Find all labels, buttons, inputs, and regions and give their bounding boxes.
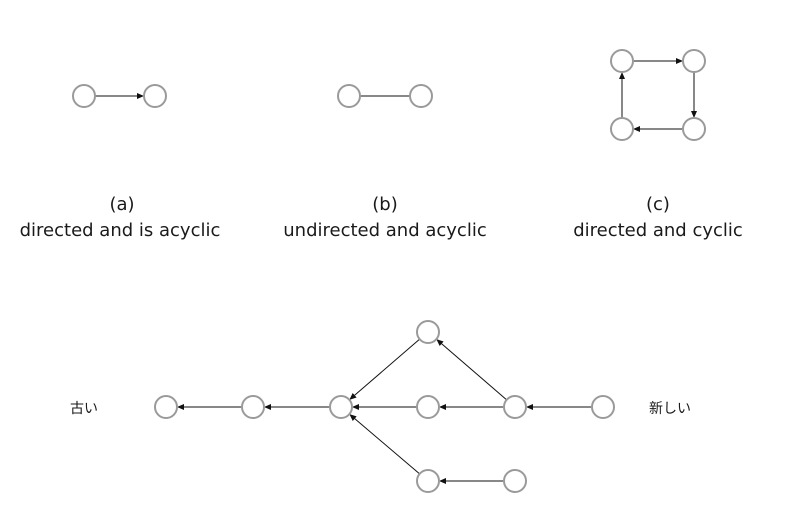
panel-c-edge-c4-c1 — [619, 72, 625, 118]
node-b1 — [337, 84, 361, 108]
node-a2 — [143, 84, 167, 108]
panel-b-description: undirected and acyclic — [283, 220, 486, 241]
history-edge-h7-h3-arrowhead — [349, 392, 357, 400]
panel-c-edge-c2-c3-arrowhead — [691, 111, 697, 118]
panel-c-edge-c4-c1-arrowhead — [619, 72, 625, 79]
panel-c-description: directed and cyclic — [573, 220, 743, 241]
history-edge-h9-h8 — [439, 478, 504, 484]
history-edge-h9-h8-arrowhead — [439, 478, 446, 484]
old-label: 古い — [70, 401, 98, 417]
history-edge-h4-h3 — [352, 404, 417, 410]
node-c2 — [682, 49, 706, 73]
node-c4 — [610, 117, 634, 141]
node-h1 — [154, 395, 178, 419]
history-edge-h8-h3-line — [354, 418, 420, 475]
history-edge-h5-h7-arrowhead — [436, 339, 444, 347]
panel-b-letter: (b) — [372, 194, 397, 215]
panel-c-edge-c3-c4-arrowhead — [633, 126, 640, 132]
new-label: 新しい — [649, 401, 691, 417]
node-h8 — [416, 469, 440, 493]
history-edge-h7-h3-line — [354, 338, 420, 396]
history-edge-h5-h4 — [439, 404, 504, 410]
node-a1 — [72, 84, 96, 108]
history-edge-h3-h2 — [264, 404, 330, 410]
history-edge-h4-h3-arrowhead — [352, 404, 359, 410]
node-h2 — [241, 395, 265, 419]
history-edge-h3-h2-arrowhead — [264, 404, 271, 410]
panel-c-edge-c1-c2-arrowhead — [676, 58, 683, 64]
panel-c-edge-c3-c4 — [633, 126, 683, 132]
panel-c-letter: (c) — [646, 194, 670, 215]
panel-c-edge-c2-c3 — [691, 72, 697, 118]
node-h6 — [591, 395, 615, 419]
history-edge-h8-h3-arrowhead — [349, 414, 357, 421]
history-edge-h2-h1 — [177, 404, 242, 410]
node-b2 — [409, 84, 433, 108]
node-h3 — [329, 395, 353, 419]
history-edge-h5-h4-arrowhead — [439, 404, 446, 410]
history-edge-h6-h5 — [526, 404, 592, 410]
node-h4 — [416, 395, 440, 419]
panel-a-edge-a1-a2 — [95, 93, 144, 99]
node-c3 — [682, 117, 706, 141]
panel-a-letter: (a) — [109, 194, 134, 215]
nodes-layer — [72, 49, 706, 493]
node-c1 — [610, 49, 634, 73]
edges-layer — [95, 58, 697, 484]
node-h5 — [503, 395, 527, 419]
history-edge-h5-h7-line — [441, 343, 507, 401]
panel-a-edge-a1-a2-arrowhead — [137, 93, 144, 99]
history-edge-h2-h1-arrowhead — [177, 404, 184, 410]
panel-a-description: directed and is acyclic — [20, 220, 221, 241]
history-edge-h8-h3 — [349, 414, 420, 475]
panel-c-edge-c1-c2 — [633, 58, 683, 64]
history-edge-h5-h7 — [436, 339, 507, 401]
node-h7 — [416, 320, 440, 344]
history-edge-h6-h5-arrowhead — [526, 404, 533, 410]
node-h9 — [503, 469, 527, 493]
history-edge-h7-h3 — [349, 338, 420, 400]
